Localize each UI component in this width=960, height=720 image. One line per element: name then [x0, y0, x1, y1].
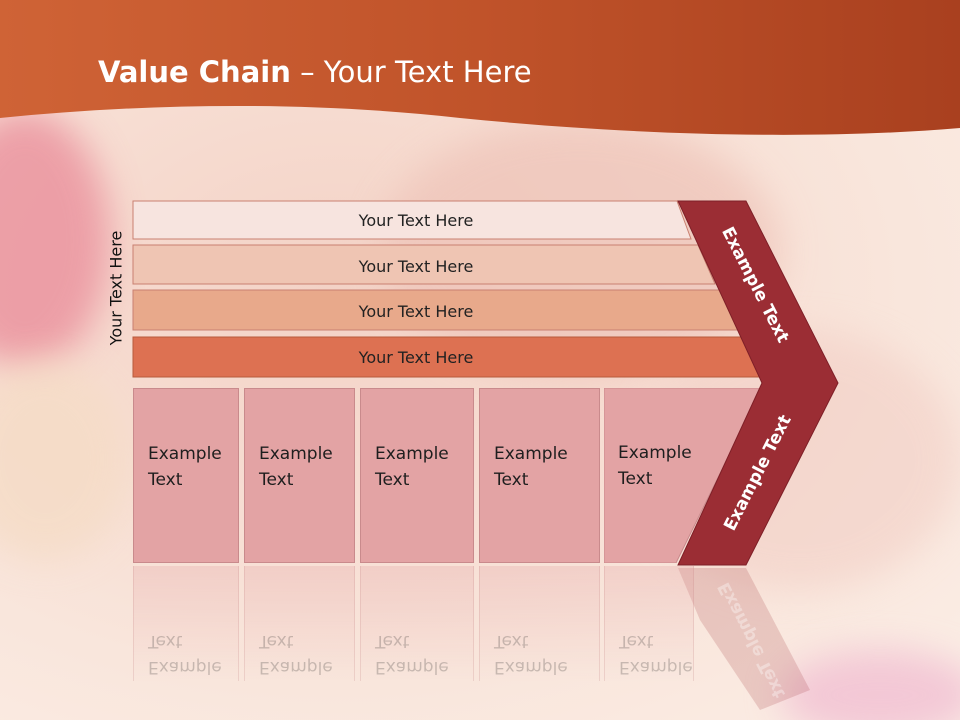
bar-4-label: Your Text Here [358, 347, 474, 367]
title-bold: Value Chain [98, 55, 291, 89]
header-band [0, 0, 960, 135]
bar-2-label: Your Text Here [358, 256, 474, 276]
background-flower-bottom [780, 650, 960, 720]
bar-shape-2 [132, 244, 716, 285]
title-rest: – Your Text Here [290, 55, 532, 89]
background-towel [0, 360, 130, 560]
chevron-reflection [678, 568, 810, 710]
bar-1-label: Your Text Here [358, 210, 474, 230]
bar-shape-1 [132, 200, 692, 240]
slide-title: Value Chain – Your Text Here [98, 55, 532, 89]
column-5-shape [604, 388, 763, 563]
bar-3-label: Your Text Here [358, 301, 474, 321]
